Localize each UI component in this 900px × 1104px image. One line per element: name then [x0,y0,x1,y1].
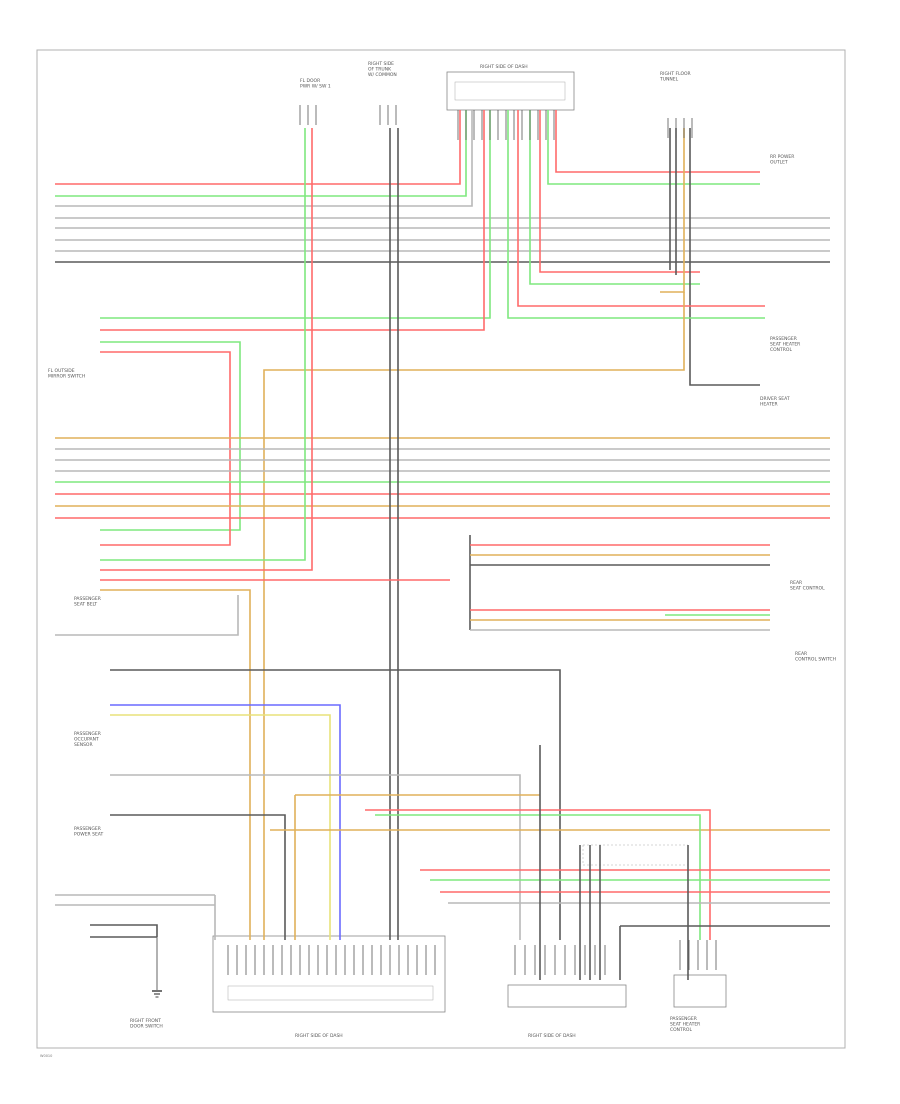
wire-green [375,814,701,940]
wire-red [517,110,765,307]
wire-green [529,110,700,285]
label-bottom-center2: RIGHT SIDE OF DASH [528,1033,576,1039]
connector-top-center-box [446,71,575,111]
ground-symbol [152,937,162,998]
wire-dark [110,669,561,940]
wires [55,105,830,980]
connector-bottom-right [673,974,727,1008]
wire-dark [110,814,286,940]
wire-blue [110,704,341,940]
wire-dark [689,128,760,386]
wire-dark [90,924,158,937]
connector-bottom-left [212,935,446,1013]
wire-gray [110,774,521,940]
wire-red [539,110,700,273]
wire-red [55,110,461,185]
connector-bottom-center [507,984,627,1008]
wire-gray [55,110,473,207]
wire-green [100,128,306,561]
footer-code: W0010 [40,1054,52,1058]
label-top-center-box: RIGHT SIDE OF DASH [480,64,528,70]
wire-orange [263,292,685,940]
top-connectors [446,71,575,111]
wire-orange [660,128,685,293]
connector-mid-right-small [582,844,689,866]
diagram-frame [36,49,846,1049]
wire-red [100,110,485,331]
wire-green [100,341,241,531]
wire-green [55,110,467,197]
wire-red [365,809,711,940]
wire-green [507,110,765,319]
wire-green [100,110,491,319]
wire-red [555,110,760,173]
connector-top-center-inner [454,81,566,101]
wire-gray [55,595,239,636]
wire-red [100,128,313,571]
label-bottom-center: RIGHT SIDE OF DASH [295,1033,343,1039]
connector-bottom-left-inner [227,985,434,1001]
wire-orange [100,589,251,940]
wire-yellow [110,714,331,940]
bottom-connectors [212,844,727,1013]
wire-orange [294,794,540,940]
wire-green [547,110,760,185]
